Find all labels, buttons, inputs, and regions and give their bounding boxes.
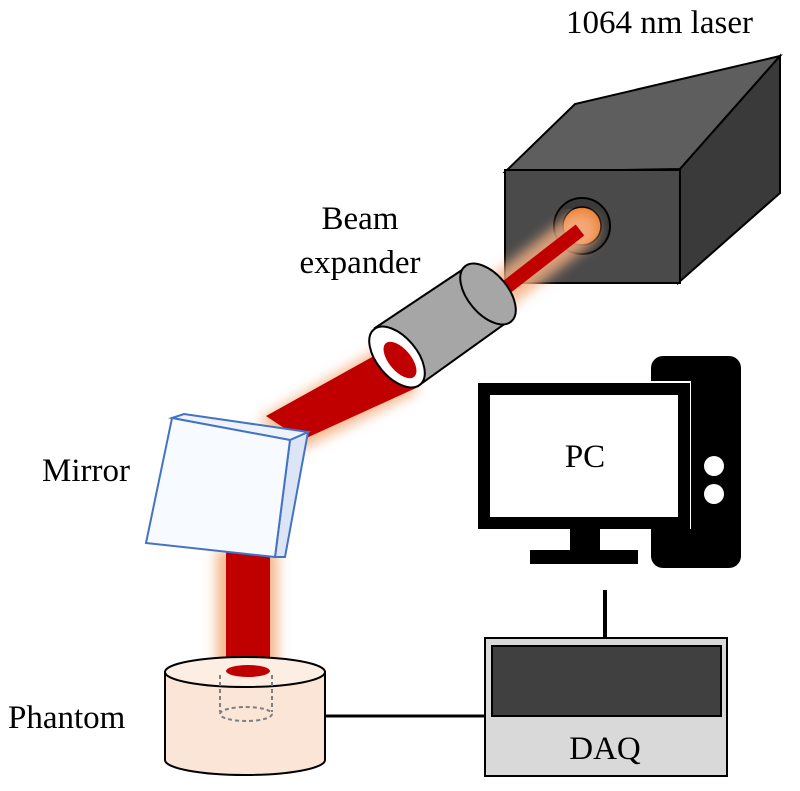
daq-label: DAQ <box>569 731 641 767</box>
pc-icon <box>476 356 741 568</box>
beam-expander <box>368 262 517 389</box>
pc-tower-button-1 <box>704 456 724 476</box>
daq-screen <box>491 645 722 717</box>
laser-label: 1064 nm laser <box>566 5 753 41</box>
phantom-inclusion <box>219 706 273 722</box>
beam-spot <box>226 665 270 677</box>
beam-expander-to-mirror <box>258 342 418 450</box>
expander-back-end <box>459 262 517 326</box>
phantom <box>164 656 326 776</box>
beam-expander-label-line1: Beam <box>321 201 399 237</box>
mirror <box>144 412 312 559</box>
pc-tower-button-2 <box>704 484 724 504</box>
beam-vertical-segment <box>226 550 270 675</box>
expander-front-hole <box>383 341 417 379</box>
beam-expander-label-line2: expander <box>299 245 421 281</box>
pc-monitor-base <box>530 550 638 564</box>
phantom-label: Phantom <box>8 700 126 736</box>
pc-monitor <box>478 383 690 529</box>
mirror-label: Mirror <box>42 453 130 489</box>
daq-box <box>484 637 728 777</box>
beam-wide-segment <box>266 346 416 440</box>
beam-mirror-to-phantom <box>216 550 278 675</box>
pc-monitor-neck <box>570 527 600 551</box>
mirror-face <box>144 416 292 559</box>
pc-label: PC <box>564 439 606 475</box>
